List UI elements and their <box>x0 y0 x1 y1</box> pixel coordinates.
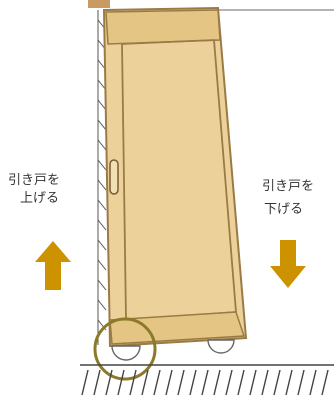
wheel-left <box>111 345 141 361</box>
door-wheels <box>111 339 235 361</box>
down-arrow-icon <box>270 240 306 288</box>
lower-door-label-line2: 下げる <box>264 202 304 217</box>
door-top-rail <box>105 9 221 45</box>
door-body <box>102 6 248 348</box>
corner-tab <box>88 0 110 8</box>
raise-door-label-line2: 上げる <box>20 191 60 206</box>
floor-hatch <box>81 369 329 396</box>
highlight-circle <box>93 317 157 381</box>
lower-door-label-line1: 引き戸を <box>262 179 315 194</box>
door-handle <box>109 159 119 195</box>
up-arrow-icon <box>35 241 71 290</box>
raise-door-label-line1: 引き戸を <box>8 173 61 188</box>
wheel-right <box>207 339 235 354</box>
door-bottom-rail <box>109 311 246 345</box>
